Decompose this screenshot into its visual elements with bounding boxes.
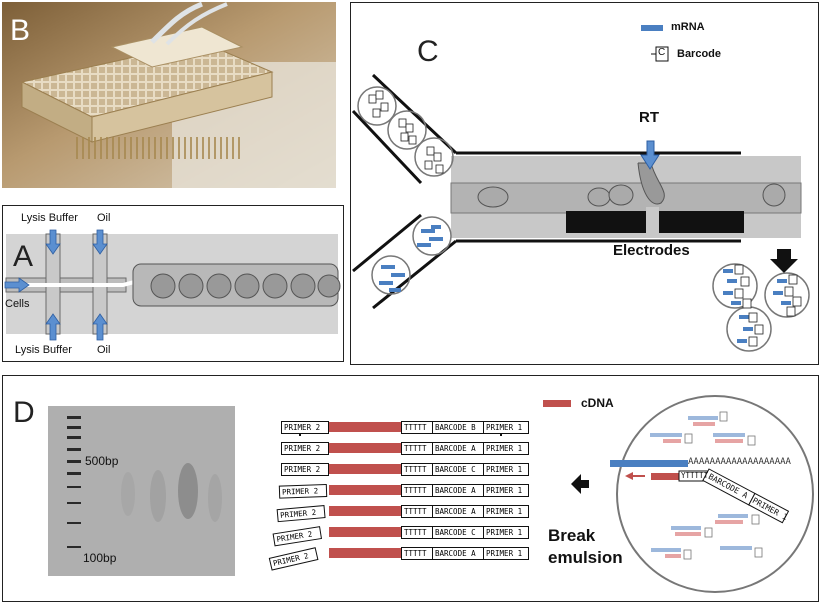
panel-b: B bbox=[2, 2, 336, 188]
electrodes-label: Electrodes bbox=[613, 242, 690, 259]
polyt-box: TTTTT bbox=[401, 463, 433, 476]
ladder-100bp-label: 100bp bbox=[83, 551, 117, 565]
barcode-box: BARCODE B bbox=[432, 421, 484, 434]
panel-c-letter: C bbox=[417, 35, 439, 68]
cdna-bar bbox=[329, 485, 401, 495]
barcode-symbol-letter: C bbox=[658, 47, 666, 58]
ladder-500bp-label: 500bp bbox=[85, 454, 119, 468]
panel-a: A Lysis Buffer Oil Cells Lysis Buffer Oi… bbox=[2, 205, 344, 362]
break-label: Break bbox=[548, 526, 596, 545]
primer1-box: PRIMER 1 bbox=[483, 442, 529, 455]
oil-top-label: Oil bbox=[97, 212, 111, 224]
primer1-box: PRIMER 1 bbox=[483, 484, 529, 497]
cdna-bar bbox=[329, 443, 401, 453]
emulsion-label: emulsion bbox=[548, 548, 623, 567]
cdna-legend-label: cDNA bbox=[581, 396, 614, 410]
barcode-box: BARCODE A bbox=[432, 505, 484, 518]
polyt-box: TTTTT bbox=[401, 526, 433, 539]
primer2-box: PRIMER 2 bbox=[281, 463, 329, 476]
lysis-buffer-bottom-label: Lysis Buffer bbox=[15, 344, 72, 356]
polya-tail: AAAAAAAAAAAAAAAAAAA bbox=[688, 457, 791, 467]
polyt-box: TTTTT bbox=[401, 484, 433, 497]
primer1-box: PRIMER 1 bbox=[483, 526, 529, 539]
panel-a-microscope bbox=[4, 229, 341, 341]
panel-b-photo bbox=[2, 2, 336, 188]
primer2-box: PRIMER 2 bbox=[281, 421, 329, 434]
primer1-box: PRIMER 1 bbox=[483, 547, 529, 560]
cells-label: Cells bbox=[5, 298, 30, 310]
cdna-bar bbox=[329, 422, 401, 432]
lysis-buffer-top-label: Lysis Buffer bbox=[21, 212, 78, 224]
polyt-box: TTTTT bbox=[401, 442, 433, 455]
barcode-box: BARCODE C bbox=[432, 463, 484, 476]
primer2-box: PRIMER 2 bbox=[278, 484, 328, 499]
cdna-bar bbox=[329, 464, 401, 474]
rt-label: RT bbox=[639, 109, 659, 126]
panel-d: D 500bp 100bp cDNA Break emulsion PRIMER… bbox=[2, 375, 819, 602]
barcode-legend-label: Barcode bbox=[677, 48, 722, 60]
cdna-bar bbox=[329, 506, 401, 516]
barcode-box: BARCODE A bbox=[432, 547, 484, 560]
panel-c-diagram bbox=[351, 25, 810, 352]
primer2-box: PRIMER 2 bbox=[281, 442, 329, 455]
cdna-bar bbox=[329, 548, 401, 558]
panel-d-diagram bbox=[48, 395, 814, 593]
panel-d-letter: D bbox=[13, 396, 35, 429]
mrna-legend-label: mRNA bbox=[671, 21, 705, 33]
barcode-box: BARCODE A bbox=[432, 442, 484, 455]
droplet-polyt-box: YTTTTT bbox=[681, 471, 709, 480]
polyt-box: TTTTT bbox=[401, 505, 433, 518]
primer1-box: PRIMER 1 bbox=[483, 463, 529, 476]
panel-b-letter: B bbox=[10, 14, 31, 47]
panel-a-letter: A bbox=[13, 240, 34, 273]
polyt-box: TTTTT bbox=[401, 421, 433, 434]
primer1-box: PRIMER 1 bbox=[483, 505, 529, 518]
oil-bottom-label: Oil bbox=[97, 344, 111, 356]
cdna-bar bbox=[329, 527, 401, 537]
barcode-box: BARCODE A bbox=[432, 484, 484, 497]
polyt-box: TTTTT bbox=[401, 547, 433, 560]
barcode-box: BARCODE C bbox=[432, 526, 484, 539]
panel-c: C mRNA C Barcode RT Electrodes bbox=[350, 2, 819, 365]
primer1-box: PRIMER 1 bbox=[483, 421, 529, 434]
